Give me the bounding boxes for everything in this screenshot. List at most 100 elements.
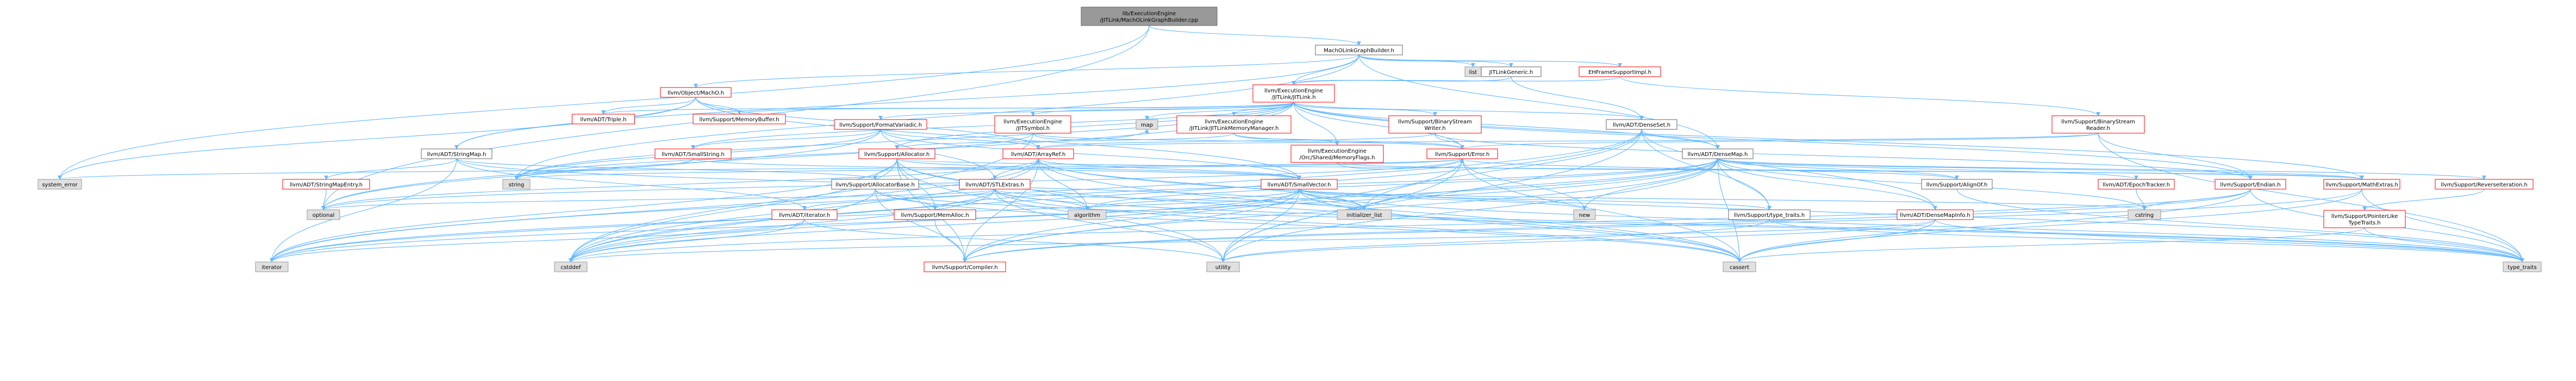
node-label: /JITLink/JITLinkMemoryManager.h — [1189, 126, 1279, 132]
include-edge — [1358, 54, 1513, 67]
include-edge — [994, 189, 2524, 263]
include-edge — [1233, 133, 1339, 146]
include-edge — [1145, 102, 1294, 120]
node-typeTraitsSupport[interactable]: llvm/Support/type_traits.h — [1728, 209, 1811, 220]
node-label: llvm/ExecutionEngine — [1264, 88, 1323, 94]
node-smallVector[interactable]: llvm/ADT/SmallVector.h — [1261, 179, 1338, 190]
node-epochTracker[interactable]: llvm/ADT/EpochTracker.h — [2098, 179, 2175, 190]
node-box — [1290, 145, 1384, 163]
node-label: llvm/ADT/EpochTracker.h — [2103, 182, 2170, 188]
node-label: llvm/Support/type_traits.h — [1734, 213, 1805, 218]
node-label: llvm/Support/MathExtras.h — [2325, 182, 2398, 188]
node-denseMapInfo[interactable]: llvm/ADT/DenseMapInfo.h — [1897, 209, 1974, 220]
include-edge — [695, 97, 1301, 180]
node-list[interactable]: list — [1464, 66, 1482, 77]
node-alignOf[interactable]: llvm/Support/AlignOf.h — [1921, 179, 1993, 190]
node-denseSet[interactable]: llvm/ADT/DenseSet.h — [1606, 119, 1677, 130]
node-box — [282, 179, 370, 190]
node-compiler[interactable]: llvm/Support/Compiler.h — [924, 261, 1006, 272]
include-edge — [1221, 219, 1770, 263]
node-triple[interactable]: llvm/ADT/Triple.h — [572, 114, 635, 124]
node-box — [1723, 261, 1756, 272]
node-stringMap[interactable]: llvm/ADT/StringMap.h — [421, 148, 492, 159]
node-algorithm[interactable]: algorithm — [1068, 209, 1107, 220]
include-edge — [1434, 133, 2253, 180]
node-arrayRef[interactable]: llvm/ADT/ArrayRef.h — [1002, 148, 1074, 159]
include-edge — [270, 158, 457, 263]
node-box — [654, 148, 732, 159]
node-cassert[interactable]: cassert — [1723, 261, 1756, 272]
include-edge — [1036, 133, 2099, 149]
node-systemError[interactable]: system_error — [38, 179, 82, 190]
node-jitSymbol[interactable]: llvm/ExecutionEngine/JITSymbol.h — [994, 115, 1071, 134]
node-cstddef[interactable]: cstddef — [554, 261, 588, 272]
include-edge — [1737, 189, 2362, 263]
include-edge — [963, 189, 2362, 263]
node-iterator[interactable]: iterator — [255, 261, 289, 272]
node-label: llvm/ADT/iterator.h — [779, 213, 830, 218]
include-edge — [1641, 129, 1937, 210]
node-stlExtras[interactable]: llvm/ADT/STLExtras.h — [959, 179, 1031, 190]
include-edge — [2361, 189, 2524, 263]
node-jitlinkH[interactable]: llvm/ExecutionEngine/JITLink/JITLink.h — [1252, 84, 1335, 103]
node-revIter[interactable]: llvm/Support/ReverseIteration.h — [2435, 179, 2534, 190]
node-label: Reader.h — [2086, 126, 2110, 132]
node-memAlloc[interactable]: llvm/Support/MemAlloc.h — [894, 209, 976, 220]
node-denseMap[interactable]: llvm/ADT/DenseMap.h — [1682, 148, 1754, 159]
node-label: cstddef — [561, 265, 581, 271]
include-edge — [691, 129, 881, 149]
node-machoLGB[interactable]: MachOLinkGraphBuilder.h — [1315, 45, 1403, 55]
node-label: llvm/ADT/DenseMapInfo.h — [1900, 213, 1970, 218]
node-box — [1606, 119, 1677, 130]
node-mathExtras[interactable]: llvm/Support/MathExtras.h — [2323, 179, 2400, 190]
include-edge — [737, 102, 1294, 115]
node-stringMapEntry[interactable]: llvm/ADT/StringMapEntry.h — [282, 179, 370, 190]
include-edge — [2136, 189, 2147, 210]
include-edge — [324, 158, 457, 180]
node-allocatorBase[interactable]: llvm/Support/AllocatorBase.h — [831, 179, 919, 190]
include-edge — [1362, 158, 1718, 210]
node-string[interactable]: string — [502, 179, 531, 190]
node-box — [1068, 209, 1107, 220]
node-map[interactable]: map — [1136, 119, 1158, 130]
include-edge — [1511, 76, 1644, 120]
node-box — [959, 179, 1031, 190]
node-label: llvm/Support/MemAlloc.h — [901, 213, 969, 218]
node-label: lib/ExecutionEngine — [1122, 11, 1176, 17]
node-smallString[interactable]: llvm/ADT/SmallString.h — [654, 148, 732, 159]
node-jitlinkGeneric[interactable]: JITLinkGeneric.h — [1481, 66, 1542, 77]
node-typeTraits[interactable]: type_traits — [2503, 261, 2542, 272]
include-edge — [58, 25, 1150, 180]
node-box — [894, 209, 976, 220]
include-edge — [321, 158, 1039, 210]
include-edge — [1299, 189, 1367, 210]
nodes: lib/ExecutionEngine/JITLink/MachOLinkGra… — [38, 7, 2542, 272]
node-allocator[interactable]: llvm/Support/Allocator.h — [858, 148, 935, 159]
node-orcShared[interactable]: llvm/ExecutionEngine/Orc/Shared/MemoryFl… — [1290, 145, 1384, 163]
node-adtIterator[interactable]: llvm/ADT/iterator.h — [771, 209, 838, 220]
node-new[interactable]: new — [1573, 209, 1596, 220]
include-edge — [1717, 158, 1772, 210]
node-label: llvm/Support/ReverseIteration.h — [2441, 182, 2528, 188]
node-label: system_error — [42, 182, 78, 188]
node-label: llvm/ADT/DenseSet.h — [1613, 122, 1670, 128]
node-box — [255, 261, 289, 272]
node-cstring[interactable]: cstring — [2128, 209, 2161, 220]
include-edge — [880, 129, 1301, 180]
node-jitLinkMemMgr[interactable]: llvm/ExecutionEngine/JITLink/JITLinkMemo… — [1176, 115, 1292, 134]
include-edge — [1619, 76, 2100, 116]
node-initList[interactable]: initializer_list — [1337, 209, 1392, 220]
node-objMacho[interactable]: llvm/Object/MachO.h — [660, 87, 732, 98]
node-box — [1728, 209, 1811, 220]
node-supportError[interactable]: llvm/Support/Error.h — [1426, 148, 1498, 159]
node-memBuf[interactable]: llvm/Support/MemoryBuffer.h — [693, 114, 786, 124]
node-utility[interactable]: utility — [1206, 261, 1240, 272]
node-ehFrame[interactable]: EHFrameSupportImpl.h — [1579, 66, 1661, 77]
node-fmtVariadic[interactable]: llvm/Support/FormatVariadic.h — [834, 119, 927, 130]
node-endian[interactable]: llvm/Support/Endian.h — [2215, 179, 2286, 190]
node-label: /JITLink/JITLink.h — [1271, 95, 1315, 101]
node-optional[interactable]: optional — [307, 209, 340, 220]
